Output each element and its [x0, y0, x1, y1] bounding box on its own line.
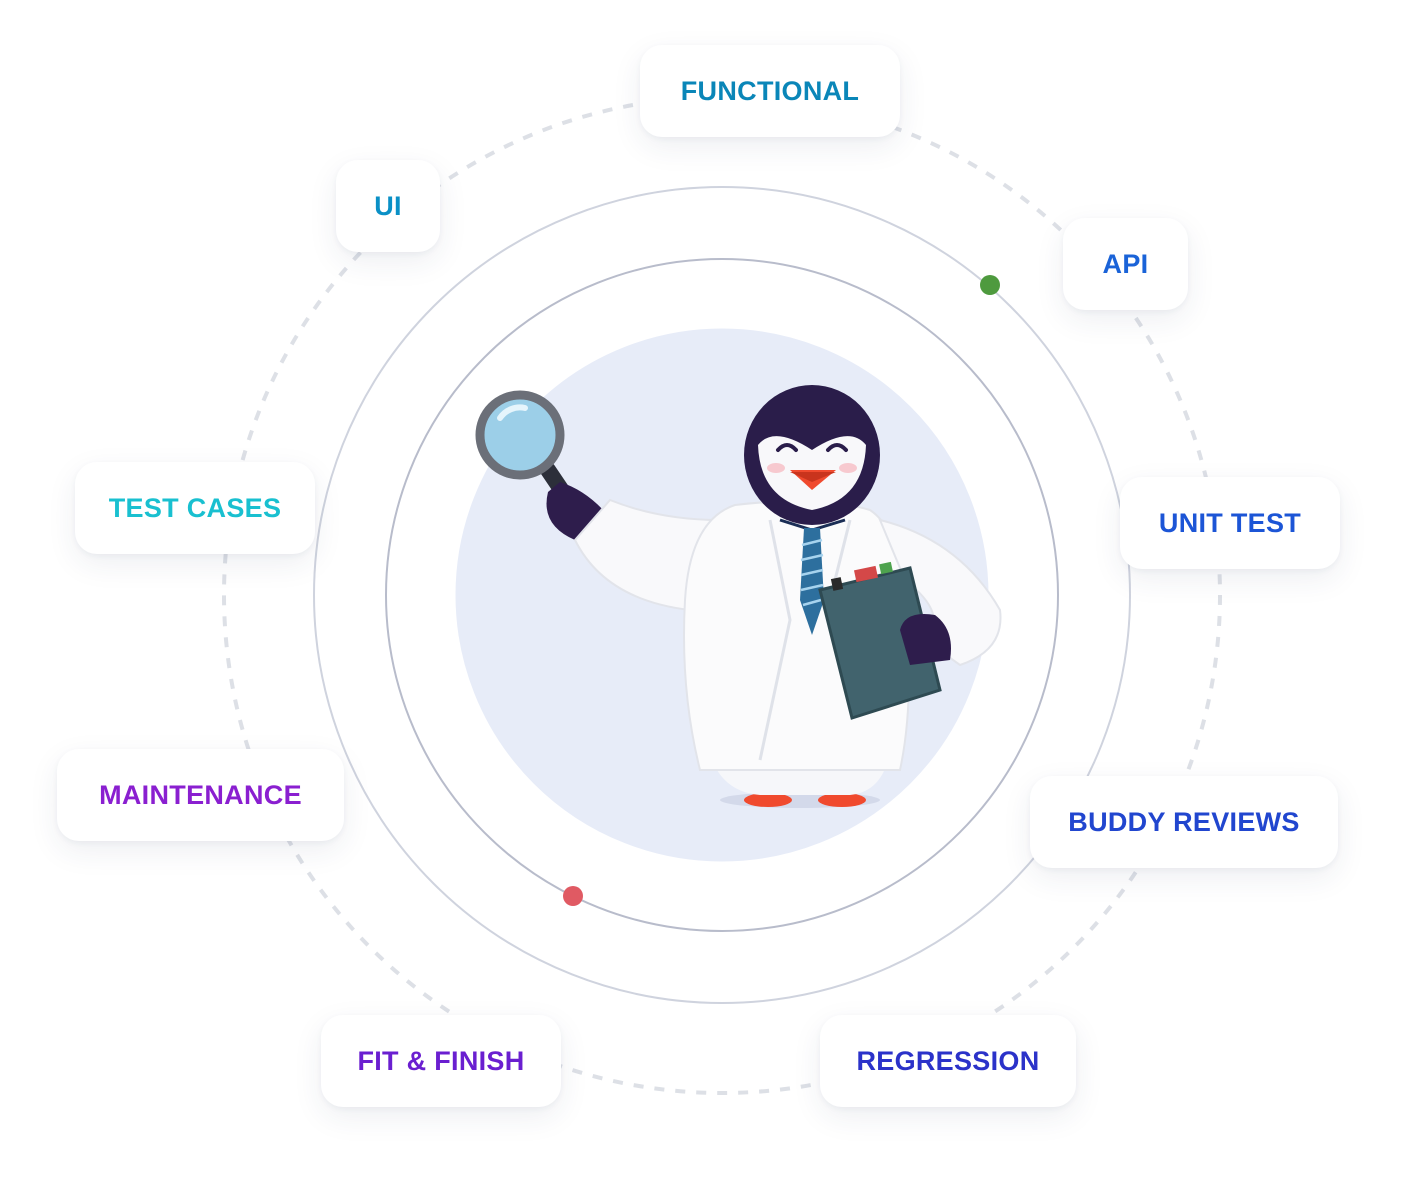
green-dot [980, 275, 1000, 295]
label-test-cases: TEST CASES [75, 462, 315, 554]
inner-ring [385, 258, 1059, 932]
label-ui-text: UI [374, 190, 402, 221]
label-buddy-reviews-text: BUDDY REVIEWS [1068, 806, 1300, 837]
penguin-mascot-icon [475, 385, 1002, 808]
label-regression-text: REGRESSION [856, 1045, 1040, 1076]
label-functional: FUNCTIONAL [640, 45, 900, 137]
label-api-text: API [1102, 248, 1149, 279]
red-dot [563, 886, 583, 906]
label-functional-text: FUNCTIONAL [680, 75, 860, 106]
label-unit-test: UNIT TEST [1120, 477, 1340, 569]
label-test-cases-text: TEST CASES [108, 492, 282, 523]
dashed-orbit [222, 95, 1222, 1095]
label-fit-finish: FIT & FINISH [321, 1015, 561, 1107]
label-buddy-reviews: BUDDY REVIEWS [1030, 776, 1338, 868]
label-regression: REGRESSION [820, 1015, 1076, 1107]
label-api: API [1063, 218, 1188, 310]
label-maintenance-text: MAINTENANCE [99, 779, 302, 810]
outer-ring [313, 186, 1131, 1004]
label-ui: UI [336, 160, 440, 252]
label-maintenance: MAINTENANCE [57, 749, 344, 841]
label-fit-finish-text: FIT & FINISH [357, 1045, 525, 1076]
label-unit-test-text: UNIT TEST [1158, 507, 1302, 538]
